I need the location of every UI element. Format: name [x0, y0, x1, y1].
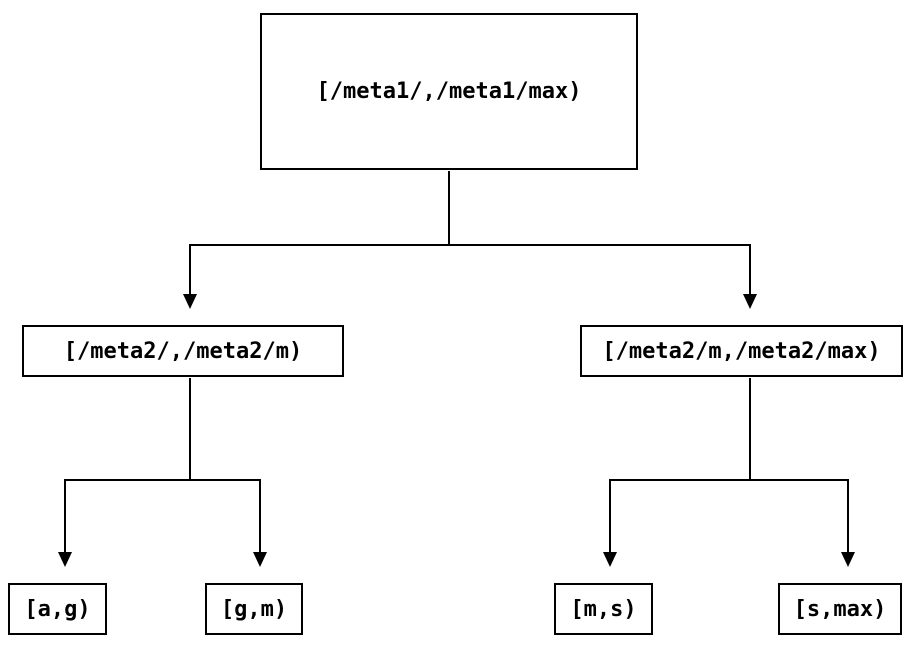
arrow-down-icon: [183, 294, 197, 309]
node-right-interval: [/meta2/m,/meta2/max): [580, 325, 903, 377]
node-left-interval: [/meta2/,/meta2/m): [22, 325, 344, 377]
edge-left-to-leaves: [64, 479, 261, 552]
arrow-down-icon: [58, 552, 72, 567]
arrow-down-icon: [603, 552, 617, 567]
node-root-interval: [/meta1/,/meta1/max): [260, 13, 638, 170]
arrow-down-icon: [253, 552, 267, 567]
arrow-down-icon: [841, 552, 855, 567]
node-leaf-m-s: [m,s): [554, 583, 653, 635]
edge-right-to-leaves: [609, 479, 849, 552]
node-leaf-s-max: [s,max): [778, 583, 902, 635]
edge-root-to-left-right: [189, 244, 751, 294]
arrow-down-icon: [743, 294, 757, 309]
node-leaf-g-m: [g,m): [205, 583, 303, 635]
node-leaf-a-g: [a,g): [8, 583, 107, 635]
